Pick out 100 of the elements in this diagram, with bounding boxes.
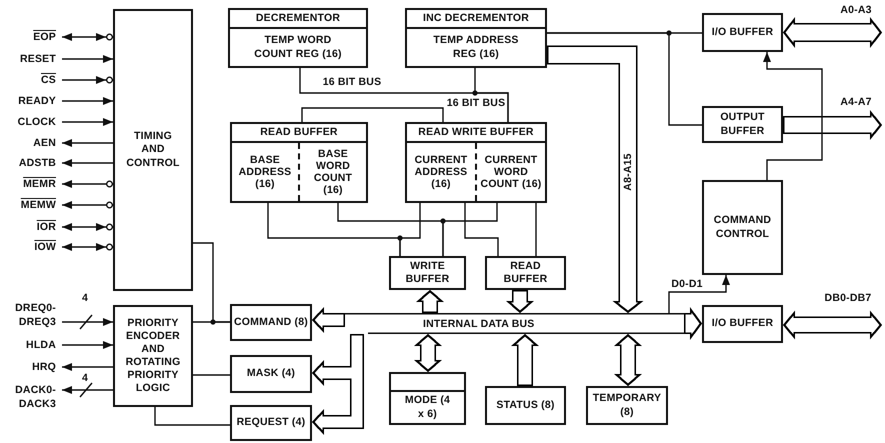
block-label: TEMPORARY (8) [592,392,662,419]
bus-arrow [684,307,703,340]
register-box [230,405,312,441]
register-label: TEMP WORD COUNT REG (16) [253,34,343,61]
signal-name: HLDA [0,338,56,352]
connector-line [301,107,444,122]
signal-arrow [62,201,113,209]
buffer-box [389,256,466,290]
register-label: CURRENT ADDRESS (16) [414,154,468,190]
bus-arrow [414,333,442,373]
bus-arrow [614,333,642,387]
register-box [485,386,566,425]
signal-arrow [62,75,113,85]
connector-line [547,32,702,126]
connector-line [193,321,230,323]
edge-label: A8-A15 [622,152,634,192]
register-box [230,355,312,393]
bus-arrow [416,289,444,313]
register-box [405,122,547,203]
connector-line [535,203,537,256]
data-bus [345,313,684,334]
block-label: MASK (4) [246,367,296,381]
block-label: REQUEST (4) [236,416,306,430]
register-box [230,304,312,341]
buffer-box [485,256,566,290]
register-label: BASE WORD COUNT (16) [312,148,354,196]
connector-line [193,374,230,376]
signal-name: CLOCK [0,115,56,129]
signal-name: READY [0,94,56,108]
signal-arrow [62,139,113,147]
signal-name: ADSTB [0,156,56,170]
register-label: CURRENT WORD COUNT (16) [480,154,542,190]
signal-name: DACK0- DACK3 [0,383,56,411]
logic-block [113,305,193,407]
block-title: DECREMENTOR [256,12,340,26]
edge-label: 16 BIT BUS [446,97,506,109]
buffer-box [702,106,783,143]
arrow [763,52,823,180]
arrow [668,275,730,313]
signal-arrow [62,222,113,232]
connector-line [474,68,509,122]
signal-name: CS [0,73,56,87]
bus-arrow [547,46,644,314]
bus-arrow [506,290,534,314]
signal-name: AEN [0,136,56,150]
block-label: COMMAND CONTROL [712,214,772,241]
block-title: INC DECREMENTOR [422,12,530,26]
signal-name: MEMR [0,177,56,191]
block-label: READ BUFFER [502,260,548,286]
bus-arrow [782,310,883,340]
bus-width-label: 4 [82,292,88,304]
block-label: PRIORITY ENCODER AND ROTATING PRIORITY LOGIC [124,316,182,396]
register-box [586,386,668,425]
signal-arrow [62,180,113,188]
edge-label: D0-D1 [671,278,703,290]
block-label: STATUS (8) [496,398,555,412]
signal-name: EOP [0,30,56,44]
block-label: I/O BUFFER [712,317,774,331]
signal-name: MEMW [0,198,56,212]
block-label: COMMAND (8) [234,316,308,330]
signal-name: IOR [0,220,56,234]
signal-arrow [62,363,113,371]
signal-arrow [62,55,113,63]
signal-arrow [62,118,113,126]
connector-line [399,203,421,256]
signal-arrow [62,242,113,252]
block-title: READ BUFFER [260,126,338,140]
signal-name: IOW [0,240,56,254]
block-label: OUTPUT BUFFER [719,111,766,138]
block-label: WRITE BUFFER [404,260,450,286]
signal-arrow [62,386,113,394]
register-label: TEMP ADDRESS REG (16) [432,34,520,61]
signal-arrow [62,341,113,349]
signal-arrow [62,318,113,326]
block-title: READ WRITE BUFFER [418,126,534,140]
block-label: I/O BUFFER [712,26,774,40]
control-block [702,180,783,275]
block-label: TIMING AND CONTROL [125,130,181,170]
signal-name: DREQ0- DREQ3 [0,301,56,329]
buffer-box [702,305,783,343]
register-label: MODE (4 x 6) [404,394,452,421]
signal-arrow [62,159,113,167]
signal-name: HRQ [0,360,56,374]
control-block [113,9,193,291]
bus-label: INTERNAL DATA BUS [423,318,535,330]
register-box [228,8,368,68]
buffer-box [702,13,783,52]
bus-width-label: 4 [82,372,88,384]
bus-arrow [511,333,539,386]
register-box [405,8,547,68]
register-label: BASE ADDRESS (16) [238,154,292,190]
signal-name: RESET [0,52,56,66]
register-box [230,122,368,203]
connector-line [154,407,230,426]
connector-line [464,203,499,256]
signal-arrow [62,32,113,42]
register-box [389,372,466,425]
signal-arrow [62,97,113,105]
connector-line [442,203,498,256]
bus-arrow [782,17,883,48]
